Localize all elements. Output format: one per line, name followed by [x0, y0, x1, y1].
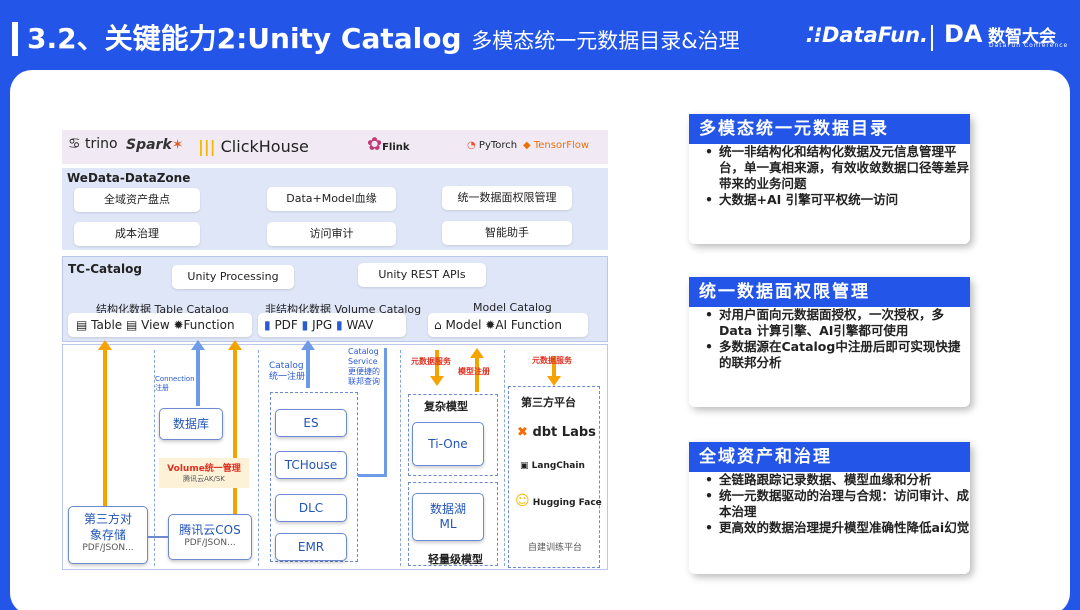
- unity-rest-tag: Unity REST APIs: [358, 263, 486, 287]
- arrow-service-blue: [384, 348, 387, 476]
- cost-governance-tag: 成本治理: [74, 222, 200, 246]
- title-accent-bar: [12, 22, 18, 56]
- card-bullet: 大数据+AI 引擎可平权统一访问: [705, 192, 970, 208]
- card-bullet: 更高效的数据治理提升模型准确性降低ai幻觉: [705, 520, 970, 536]
- clickhouse-logo: ||| ClickHouse: [198, 137, 309, 156]
- tc-catalog-title: TC-Catalog: [68, 262, 142, 276]
- card-bullet: 统一元数据驱动的治理与合规：访问审计、成本治理: [705, 488, 970, 520]
- arrow-up-orange: [233, 348, 237, 518]
- da-logo-subtext: DataFun Conference: [989, 42, 1069, 49]
- third-party-storage-box: 第三方对 象存储 PDF/JSON...: [68, 506, 148, 564]
- volume-items: ▮ PDF ▮ JPG ▮ WAV: [258, 313, 406, 337]
- page-title: 3.2、关键能力2:Unity Catalog 多模态统一元数据目录&治理: [27, 22, 740, 55]
- arrow-service-blue-h: [358, 474, 387, 477]
- langchain-logo: ▣ LangChain: [520, 461, 585, 471]
- arrow-up-orange: [475, 358, 479, 392]
- da-logo-text: 数智大会: [988, 27, 1056, 47]
- wedata-title: WeData-DataZone: [67, 171, 191, 185]
- lightweight-model-title: 轻量级模型: [428, 553, 483, 566]
- es-box: ES: [275, 409, 347, 437]
- lineage-tag: Data+Model血缘: [267, 187, 396, 211]
- smart-assistant-tag: 智能助手: [442, 221, 572, 245]
- hugging-face-logo: ☺ Hugging Face: [515, 493, 602, 509]
- datafun-logo: ⁚⁝DataFun.: [806, 23, 928, 47]
- divider-line: [258, 350, 259, 566]
- arrow-up-blue: [196, 348, 200, 406]
- engine-strip: [62, 130, 608, 164]
- complex-model-title: 复杂模型: [424, 400, 468, 413]
- arrow-head: [98, 340, 112, 350]
- model-catalog-title: Model Catalog: [473, 301, 552, 314]
- divider-line: [400, 350, 401, 566]
- lightweight-model-group: [408, 482, 498, 566]
- permission-tag: 统一数据面权限管理: [442, 186, 572, 210]
- model-items: ⌂ Model ✹AI Function: [428, 313, 588, 337]
- connection-note: Connection 注册: [155, 375, 195, 392]
- arrow-head: [228, 340, 242, 350]
- card-bullet: 统一非结构化和结构化数据及元信息管理平台，单一真相来源，有效收敛数据口径等差异带…: [705, 144, 970, 192]
- emr-box: EMR: [275, 533, 347, 561]
- spark-logo: Spark✶: [126, 137, 184, 153]
- third-platform-title: 第三方平台: [521, 396, 576, 409]
- model-register-note: 模型注册: [458, 367, 490, 376]
- arrow-down-orange: [435, 350, 439, 376]
- ti-one-box: Ti-One: [412, 422, 484, 466]
- structured-items: ▤ Table ▤ View ✹Function: [68, 313, 252, 337]
- divider-line: [504, 350, 505, 566]
- card-bullet: 多数据源在Catalog中注册后即可实现快捷的联邦分析: [705, 339, 970, 371]
- arrow-up-orange: [103, 348, 107, 516]
- lower-zone: [62, 344, 608, 570]
- trino-logo: ♋ trino: [68, 136, 118, 152]
- structured-catalog-title: 结构化数据 Table Catalog: [96, 303, 229, 316]
- arrow-head: [191, 340, 205, 350]
- divider-line: [154, 350, 155, 566]
- logo-divider: [931, 25, 933, 51]
- card-title: 统一数据面权限管理: [689, 277, 970, 307]
- card-bullet: 全链路跟踪记录数据、模型血缘和分析: [705, 472, 970, 488]
- complex-model-group: [408, 394, 498, 476]
- dlc-box: DLC: [275, 494, 347, 522]
- datalake-ml-box: 数据湖 ML: [412, 493, 484, 541]
- catalog-service-note: Catalog Service 更便捷的 联邦查询: [348, 347, 380, 386]
- unity-processing-tag: Unity Processing: [172, 265, 294, 289]
- card-title: 全域资产和治理: [689, 442, 970, 472]
- tensorflow-logo: ◆ TensorFlow: [523, 140, 590, 151]
- arrow-head: [470, 348, 484, 358]
- pytorch-logo: ◔ PyTorch: [467, 140, 518, 151]
- card-title: 多模态统一元数据目录: [689, 114, 970, 144]
- volume-mgmt-box: Volume统一管理 腾讯云AK/SK: [159, 458, 249, 488]
- tchouse-box: TCHouse: [275, 451, 347, 479]
- dbt-labs-logo: ✖ dbt Labs: [517, 425, 596, 440]
- third-platform-group: [508, 386, 600, 568]
- meta-service-note: 元数据服务: [532, 356, 572, 365]
- cos-connector: [148, 536, 168, 538]
- card-bullet: 对用户面向元数据面授权，一次授权，多Data 计算引擎、AI引擎都可使用: [705, 307, 970, 339]
- meta-service-note: 元数据服务: [411, 357, 451, 366]
- self-training-platform: 自建训练平台: [528, 543, 583, 553]
- arrow-down-orange: [552, 356, 556, 376]
- compute-group: [270, 392, 358, 562]
- arrow-up-blue: [306, 348, 310, 388]
- da-logo: DA: [944, 20, 983, 48]
- flink-logo: ✿Flink: [367, 134, 410, 155]
- architecture-diagram: ♋ trino Spark✶ ||| ClickHouse ✿Flink ◔ P…: [62, 130, 608, 570]
- arrow-head: [547, 376, 561, 386]
- asset-inventory-tag: 全域资产盘点: [74, 188, 200, 212]
- arrow-head: [430, 376, 444, 386]
- catalog-register-note: Catalog 统一注册: [269, 361, 306, 382]
- database-box: 数据库: [159, 408, 223, 440]
- volume-catalog-title: 非结构化数据 Volume Catalog: [265, 303, 422, 316]
- arrow-head: [301, 340, 315, 350]
- access-audit-tag: 访问审计: [267, 222, 396, 246]
- tencent-cos-box: 腾讯云COS PDF/JSON...: [168, 514, 252, 560]
